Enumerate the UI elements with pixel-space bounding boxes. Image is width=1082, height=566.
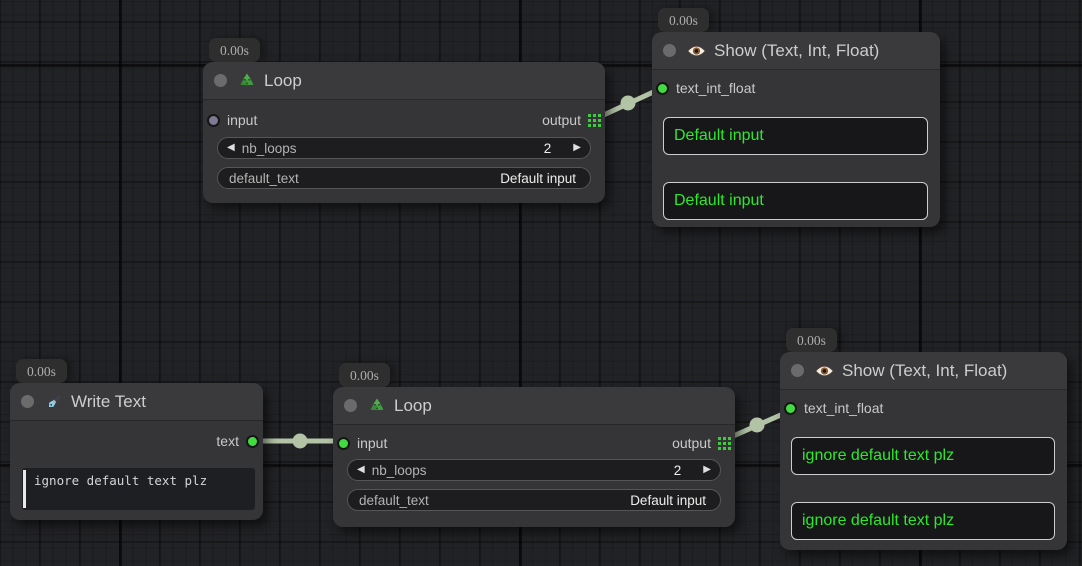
- display-text: ignore default text plz: [802, 447, 955, 464]
- collapse-dot[interactable]: [791, 364, 804, 377]
- input-port-label: input: [227, 112, 258, 128]
- widget-value: Default input: [630, 492, 706, 508]
- grid-output-icon[interactable]: [718, 436, 731, 450]
- link-reroute-dot[interactable]: [292, 433, 308, 449]
- node-header[interactable]: Show (Text, Int, Float): [652, 32, 940, 70]
- eye-icon: [815, 364, 834, 378]
- node-header[interactable]: Loop: [203, 62, 605, 100]
- output-port-label: text: [216, 433, 239, 449]
- input-port[interactable]: input: [337, 435, 387, 451]
- widget-label: nb_loops: [371, 462, 427, 478]
- execution-time-badge: 0.00s: [209, 38, 260, 62]
- node-write-text[interactable]: 0.00s Write Text text: [10, 359, 263, 520]
- collapse-dot[interactable]: [21, 395, 34, 408]
- display-text-box[interactable]: ignore default text plz: [791, 502, 1055, 540]
- link-reroute-dot[interactable]: [620, 95, 636, 111]
- node-loop-top[interactable]: 0.00s Loop input output ◀: [203, 38, 605, 203]
- eye-icon: [687, 44, 706, 58]
- input-port-label: input: [357, 435, 388, 451]
- display-text: ignore default text plz: [802, 512, 955, 529]
- collapse-dot[interactable]: [214, 74, 227, 87]
- execution-time-badge: 0.00s: [786, 328, 837, 352]
- increment-arrow-icon[interactable]: ▶: [703, 464, 711, 475]
- default-text-widget[interactable]: default_text Default input: [217, 167, 591, 189]
- widget-label: nb_loops: [241, 140, 297, 156]
- input-port-label: text_int_float: [804, 400, 884, 416]
- nb-loops-stepper[interactable]: ◀ nb_loops 2 ▶: [217, 137, 591, 159]
- display-text-box[interactable]: Default input: [663, 182, 928, 220]
- default-text-widget[interactable]: default_text Default input: [347, 489, 721, 511]
- widget-value: 2: [673, 462, 682, 478]
- node-show-bottom[interactable]: 0.00s Show (Text, Int, Float) text_int_f…: [780, 328, 1067, 550]
- widget-label: default_text: [359, 492, 429, 508]
- widget-value: Default input: [500, 170, 576, 186]
- recycle-icon: [238, 72, 256, 90]
- grid-output-icon[interactable]: [588, 113, 601, 127]
- input-port-label: text_int_float: [676, 80, 756, 96]
- output-port-dot[interactable]: [246, 434, 259, 448]
- node-header[interactable]: Show (Text, Int, Float): [780, 352, 1067, 390]
- link-reroute-dot[interactable]: [749, 417, 765, 433]
- output-port[interactable]: output: [672, 435, 731, 451]
- text-caret: [23, 470, 26, 508]
- node-title: Loop: [264, 70, 302, 90]
- node-title: Loop: [394, 395, 432, 415]
- input-port[interactable]: text_int_float: [784, 400, 883, 416]
- execution-time-badge: 0.00s: [339, 363, 390, 387]
- input-port-dot[interactable]: [656, 81, 669, 95]
- collapse-dot[interactable]: [663, 44, 676, 57]
- node-title: Write Text: [71, 391, 146, 411]
- input-port[interactable]: input: [207, 112, 257, 128]
- input-port[interactable]: text_int_float: [656, 80, 755, 96]
- node-loop-bottom[interactable]: 0.00s Loop input output ◀: [333, 363, 735, 527]
- node-title: Show (Text, Int, Float): [842, 360, 1008, 380]
- input-port-dot[interactable]: [207, 113, 220, 127]
- display-text-box[interactable]: ignore default text plz: [791, 437, 1055, 475]
- text-input-area[interactable]: ignore default text plz: [22, 468, 255, 510]
- node-title: Show (Text, Int, Float): [714, 40, 880, 60]
- input-port-dot[interactable]: [337, 436, 350, 450]
- display-text: Default input: [674, 192, 764, 209]
- output-port-label: output: [542, 112, 581, 128]
- nb-loops-stepper[interactable]: ◀ nb_loops 2 ▶: [347, 459, 721, 481]
- display-text: Default input: [674, 127, 764, 144]
- increment-arrow-icon[interactable]: ▶: [573, 142, 581, 153]
- collapse-dot[interactable]: [344, 399, 357, 412]
- node-show-top[interactable]: 0.00s Show (Text, Int, Float) text_int_f…: [652, 8, 940, 227]
- widget-label: default_text: [229, 170, 299, 186]
- decrement-arrow-icon[interactable]: ◀: [357, 464, 365, 475]
- output-port[interactable]: output: [542, 112, 601, 128]
- output-port-label: output: [672, 435, 711, 451]
- output-port[interactable]: text: [216, 433, 259, 449]
- textarea-value: ignore default text plz: [34, 473, 208, 488]
- input-port-dot[interactable]: [784, 401, 797, 415]
- execution-time-badge: 0.00s: [658, 8, 709, 32]
- display-text-box[interactable]: Default input: [663, 117, 928, 155]
- decrement-arrow-icon[interactable]: ◀: [227, 142, 235, 153]
- node-header[interactable]: Loop: [333, 387, 735, 425]
- node-header[interactable]: Write Text: [10, 383, 263, 421]
- widget-value: 2: [543, 140, 552, 156]
- execution-time-badge: 0.00s: [16, 359, 67, 383]
- recycle-icon: [368, 397, 386, 415]
- pen-icon: [45, 393, 63, 411]
